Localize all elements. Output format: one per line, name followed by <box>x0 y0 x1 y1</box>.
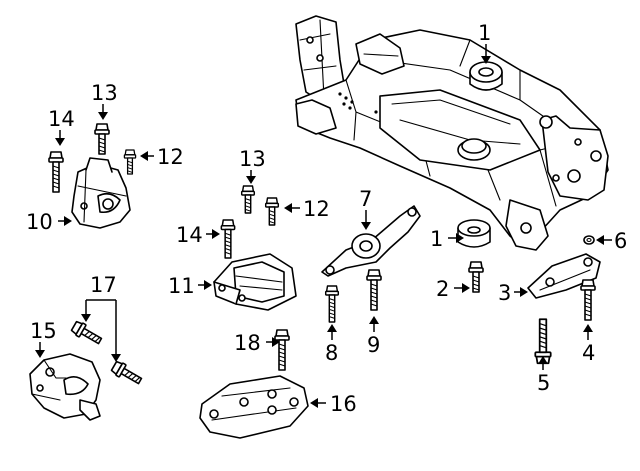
callout-4: 4 <box>582 341 595 365</box>
bolt-14-left <box>48 151 64 193</box>
part-1-bushing-lower <box>457 219 491 248</box>
bolt-13-left <box>94 123 110 155</box>
part-6-washer <box>583 235 595 245</box>
bolt-17-upper <box>69 319 105 348</box>
callout-3: 3 <box>498 281 511 305</box>
part-7-torque-arm <box>321 205 421 277</box>
bolt-9 <box>366 269 382 311</box>
bolt-14-mid <box>220 219 236 259</box>
subframe-crossmember <box>295 15 609 251</box>
callout-8: 8 <box>325 341 338 365</box>
callout-13-left: 13 <box>91 81 118 105</box>
part-3-bracket <box>527 253 601 299</box>
bolt-13-mid <box>240 185 256 214</box>
leader-lines <box>35 44 612 408</box>
callout-5: 5 <box>537 371 550 395</box>
callout-11: 11 <box>168 274 195 298</box>
callout-1-upper: 1 <box>478 21 491 45</box>
callout-12-mid: 12 <box>303 197 330 221</box>
callout-13-mid: 13 <box>239 147 266 171</box>
bolt-12-left <box>123 149 137 175</box>
callout-17: 17 <box>90 273 117 297</box>
callout-labels: 1 1 2 3 4 5 6 7 8 9 10 11 12 12 13 13 14… <box>26 21 627 416</box>
callout-12-left: 12 <box>157 145 184 169</box>
bolt-12-mid <box>264 197 280 226</box>
part-15-mount-bracket <box>29 353 101 421</box>
callout-7: 7 <box>359 187 372 211</box>
bolt-8 <box>324 285 340 323</box>
part-16-lower-plate <box>199 375 309 439</box>
callout-16: 16 <box>330 392 357 416</box>
callout-14-left: 14 <box>48 107 75 131</box>
callout-9: 9 <box>367 333 380 357</box>
part-1-bushing-upper <box>469 61 503 91</box>
callout-10: 10 <box>26 210 53 234</box>
callout-15: 15 <box>30 319 57 343</box>
bolt-4 <box>580 279 596 321</box>
bolt-17-lower <box>109 359 145 388</box>
callout-14-mid: 14 <box>176 223 203 247</box>
bolt-18 <box>274 329 290 371</box>
part-11-transmission-mount <box>213 253 297 311</box>
callout-18: 18 <box>234 331 261 355</box>
callout-1-lower: 1 <box>430 227 443 251</box>
part-10-engine-mount <box>71 157 131 229</box>
bolt-2 <box>468 261 484 293</box>
callout-6: 6 <box>614 229 627 253</box>
callout-2: 2 <box>436 277 449 301</box>
